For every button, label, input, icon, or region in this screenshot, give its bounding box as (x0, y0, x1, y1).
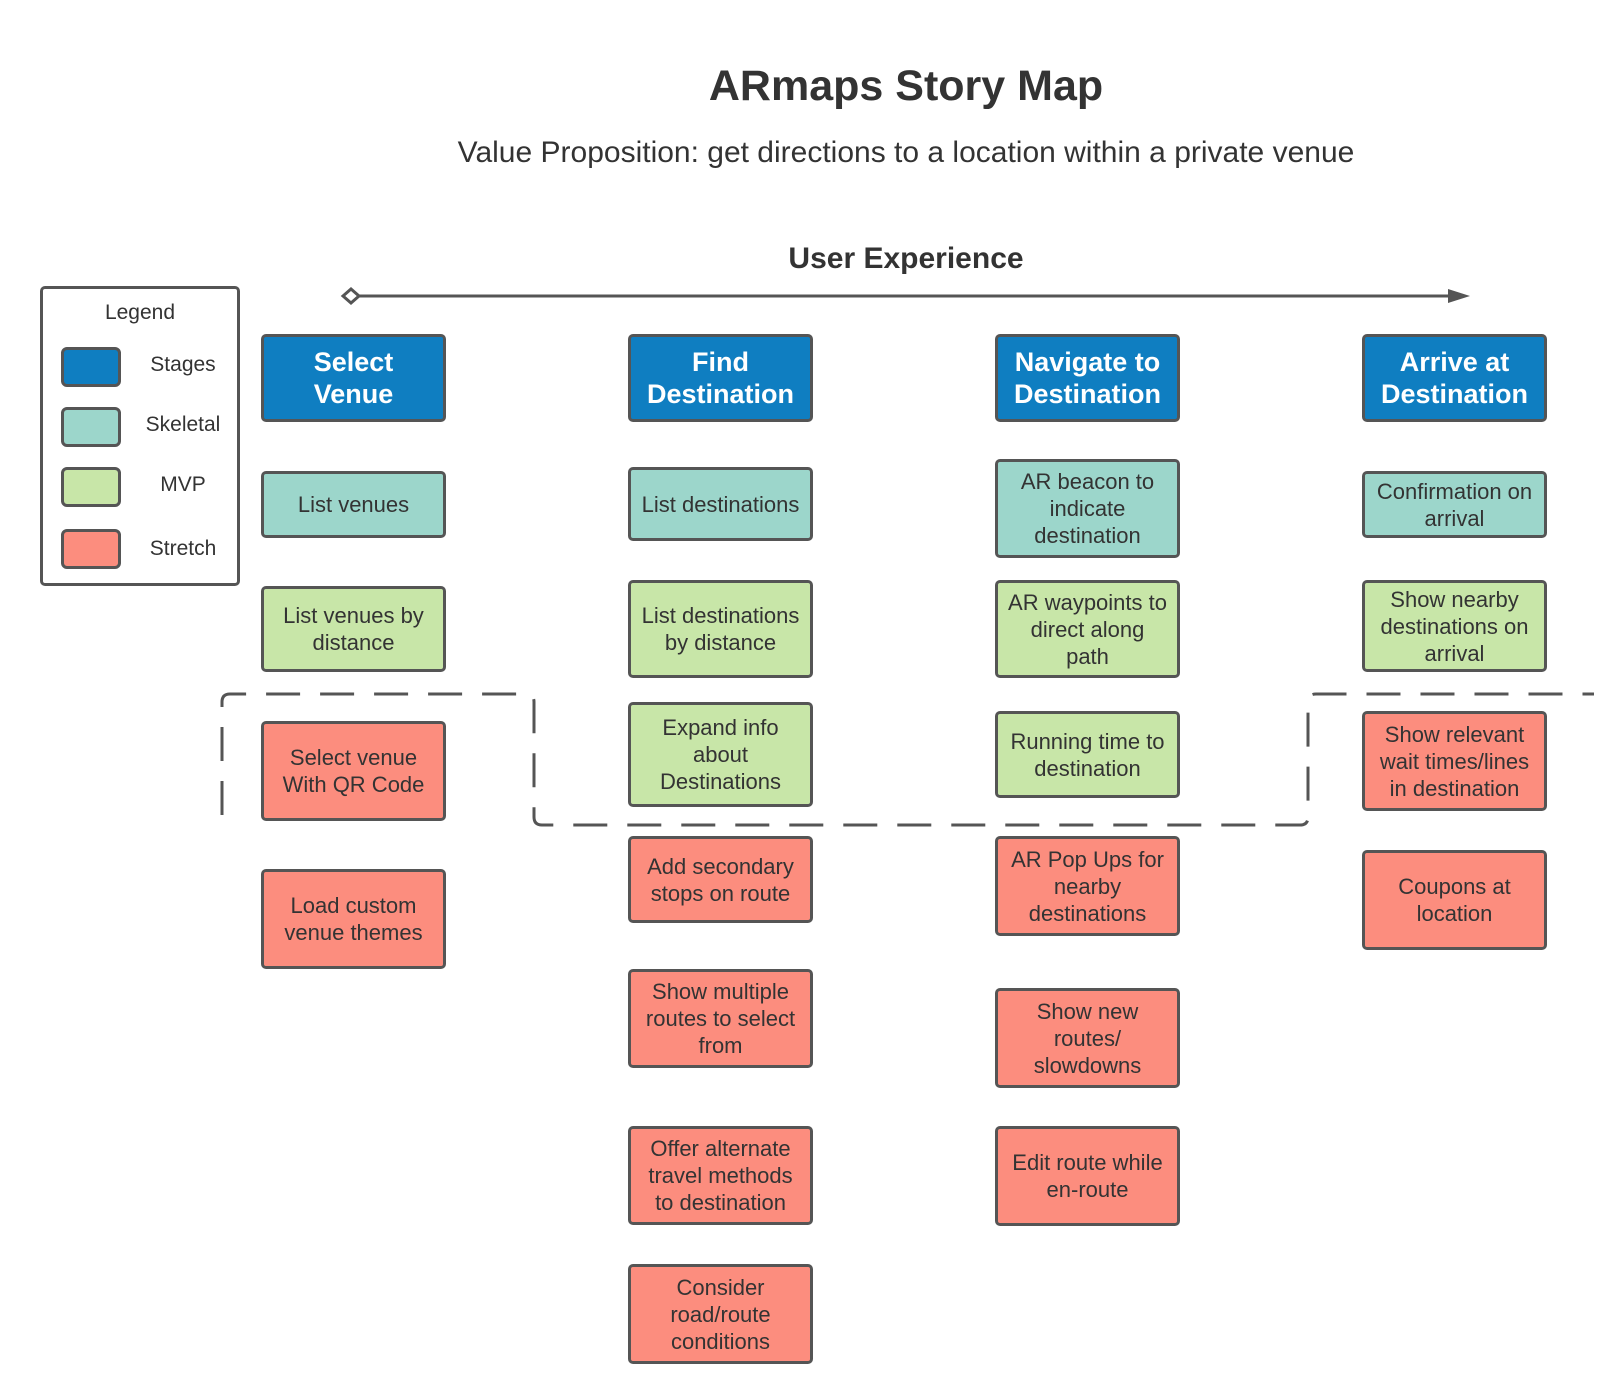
card-ar-pop-ups: AR Pop Ups for nearby destinations (995, 836, 1180, 936)
legend-label-stages: Stages (150, 353, 216, 376)
legend-label-mvp: MVP (160, 473, 206, 496)
legend-title: Legend (104, 301, 176, 324)
card-load-custom-venue-themes: Load custom venue themes (261, 869, 446, 969)
card-offer-alternate-travel: Offer alternate travel methods to destin… (628, 1126, 813, 1225)
card-list-destinations: List destinations (628, 467, 813, 541)
user-experience-label: User Experience (788, 242, 1024, 275)
card-show-nearby-destinations: Show nearby destinations on arrival (1362, 580, 1547, 672)
stage-arrive-at-destination: Arrive at Destination (1362, 334, 1547, 422)
card-show-new-routes: Show new routes/ slowdowns (995, 988, 1180, 1088)
legend-swatch-stages (61, 347, 121, 387)
card-edit-route-en-route: Edit route while en-route (995, 1126, 1180, 1226)
card-coupons-at-location: Coupons at location (1362, 850, 1547, 950)
card-list-venues-by-distance: List venues by distance (261, 586, 446, 672)
card-list-venues: List venues (261, 471, 446, 538)
legend-label-skeletal: Skeletal (145, 413, 221, 436)
stage-navigate-to-destination: Navigate to Destination (995, 334, 1180, 422)
card-ar-waypoints: AR waypoints to direct along path (995, 580, 1180, 678)
arrow-head-icon (1448, 289, 1470, 303)
legend-swatch-mvp (61, 467, 121, 507)
card-select-venue-qr-code: Select venue With QR Code (261, 721, 446, 821)
page-title: ARmaps Story Map (708, 62, 1104, 110)
stage-find-destination: Find Destination (628, 334, 813, 422)
card-consider-road-conditions: Consider road/route conditions (628, 1264, 813, 1364)
card-expand-info-destinations: Expand info about Destinations (628, 702, 813, 807)
card-confirmation-on-arrival: Confirmation on arrival (1362, 471, 1547, 538)
card-running-time: Running time to destination (995, 711, 1180, 798)
card-show-relevant-wait-times: Show relevant wait times/lines in destin… (1362, 711, 1547, 811)
mvp-boundary-dashed-line (220, 692, 1594, 827)
card-list-destinations-by-distance: List destinations by distance (628, 580, 813, 678)
legend-label-stretch: Stretch (149, 537, 217, 560)
legend-swatch-skeletal (61, 407, 121, 447)
legend-swatch-stretch (61, 529, 121, 569)
arrow-start-diamond-icon (340, 287, 362, 305)
value-proposition: Value Proposition: get directions to a l… (457, 136, 1355, 169)
legend: Legend Stages Skeletal MVP Stretch (40, 286, 240, 586)
card-ar-beacon: AR beacon to indicate destination (995, 459, 1180, 558)
card-show-multiple-routes: Show multiple routes to select from (628, 969, 813, 1068)
stage-select-venue: Select Venue (261, 334, 446, 422)
card-add-secondary-stops: Add secondary stops on route (628, 836, 813, 923)
